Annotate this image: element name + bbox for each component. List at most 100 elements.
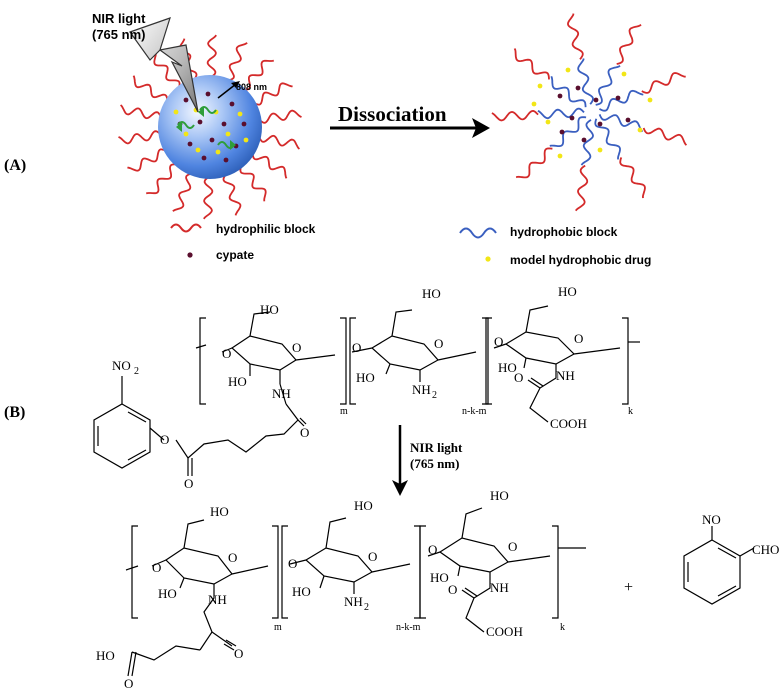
reaction-arrow-label-line2: (765 nm)	[410, 456, 459, 471]
cypate-dot	[597, 121, 603, 127]
drug-dot	[173, 109, 179, 115]
bottom-ring1-nh: NH	[208, 592, 227, 607]
drug-dot	[225, 131, 231, 137]
cypate-dot	[569, 115, 575, 121]
reaction-arrow-label-line1: NIR light	[410, 440, 463, 455]
bottom-ring1-bottom-ho: HO	[158, 586, 177, 601]
bottom-subscript-k: k	[560, 622, 565, 633]
bottom-ring3-bottom-ho: HO	[430, 570, 449, 585]
hydrophilic-chain	[206, 34, 217, 78]
drug-dot	[531, 101, 537, 107]
hydrophilic-chain	[258, 134, 300, 150]
drug-legend-label: model hydrophobic drug	[510, 253, 651, 267]
bottom-ring2-o: O	[368, 549, 377, 564]
hydrophilic-chain	[132, 75, 169, 101]
top-ring2-ho: HO	[422, 286, 441, 301]
drug-dot	[243, 137, 249, 143]
drug-dot	[637, 127, 643, 133]
top-ring1-nh: NH	[272, 386, 291, 401]
cypate-dot	[187, 141, 193, 147]
hydrophilic-legend-icon	[170, 223, 202, 233]
hydrophilic-chain	[239, 165, 267, 202]
panel-a-label: (A)	[4, 157, 26, 174]
top-subscript-k: k	[628, 406, 633, 417]
bottom-ring1-o: O	[228, 550, 237, 565]
hydrophilic-chain	[258, 109, 302, 124]
hydrophilic-chain	[127, 148, 167, 172]
hydrophilic-chain	[567, 13, 584, 60]
top-polymer: NO 2 O O O HO O O HO NH HO O O HO NH 2 H…	[93, 284, 640, 491]
drug-dot	[597, 147, 603, 153]
bottom-ring3-link-o: O	[428, 542, 437, 557]
hydrophobic-chain	[595, 64, 621, 106]
drug-dot	[545, 119, 551, 125]
top-ring2-bottom-ho: HO	[356, 370, 375, 385]
cypate-dot	[625, 117, 631, 123]
released-payload	[531, 67, 653, 159]
hydrophilic-chain	[616, 24, 642, 65]
top-ring3-o: O	[574, 331, 583, 346]
drug-dot	[647, 97, 653, 103]
cypate-dot	[557, 93, 563, 99]
hydrophobic-chain	[537, 107, 585, 120]
cypate-dot	[223, 157, 229, 163]
cypate-dot	[201, 155, 207, 161]
hydrophobic-chain	[577, 58, 594, 105]
top-ester-o: O	[160, 432, 169, 447]
hydrophilic-chain	[203, 176, 214, 220]
hydrophobic-legend-label: hydrophobic block	[510, 225, 618, 239]
bottom-ring2-ho: HO	[354, 498, 373, 513]
bottom-cooh: COOH	[486, 624, 523, 639]
top-ring1-ho: HO	[260, 302, 279, 317]
hydrophilic-chain	[642, 127, 688, 146]
hydrophobic-chain	[550, 75, 587, 108]
hydrophobic-chain	[598, 114, 644, 133]
drug-dot	[621, 71, 627, 77]
nir-label-line2: (765 nm)	[92, 27, 145, 42]
hydrophilic-chain	[515, 147, 553, 179]
bottom-polymer: HO O O HO NH O HO O HO O O HO NH 2 HO O …	[96, 488, 586, 691]
top-subscript-m: m	[340, 406, 348, 417]
cypate-dot	[229, 101, 235, 107]
cypate-legend-label: cypate	[216, 248, 254, 262]
top-ring3-ho: HO	[558, 284, 577, 299]
emission-label: 808 nm	[236, 82, 267, 92]
cypate-dot	[593, 97, 599, 103]
bottom-subscript-nkm: n-k-m	[396, 622, 421, 633]
bottom-ring2-link-o: O	[288, 556, 297, 571]
hydrophilic-chain	[120, 104, 162, 120]
hydrophilic-chain	[641, 72, 686, 94]
hydrophilic-chain	[222, 173, 242, 216]
top-ester-carbonyl-o: O	[184, 476, 193, 491]
hydrophilic-legend-label: hydrophilic block	[216, 222, 316, 236]
cypate-dot	[241, 121, 247, 127]
hydrophobic-chain	[549, 116, 587, 147]
hydrophobic-legend-icon	[459, 227, 497, 239]
top-no2-sub: 2	[134, 366, 139, 377]
cypate-dot	[221, 121, 227, 127]
cypate-dot	[197, 119, 203, 125]
nitroso-label: NO	[702, 512, 721, 527]
bottom-ring3-o: O	[508, 539, 517, 554]
drug-dot	[215, 149, 221, 155]
top-ring2-nh2-sub: 2	[432, 390, 437, 401]
hydrophilic-chain	[251, 153, 288, 179]
bottom-acid-o: O	[124, 676, 133, 691]
drug-dot	[237, 111, 243, 117]
plus-sign: +	[624, 579, 633, 596]
bottom-ring3-ho: HO	[490, 488, 509, 503]
drug-dot	[565, 67, 571, 73]
hydrophilic-chain	[118, 130, 162, 145]
hydrophilic-chain	[619, 157, 646, 199]
hydrophobic-chain	[598, 89, 644, 112]
lightning-bolt-icon	[129, 17, 199, 113]
dissociation-label: Dissociation	[338, 102, 447, 126]
top-amide-o: O	[300, 425, 309, 440]
top-ring2-nh2: NH	[412, 382, 431, 397]
cypate-dot	[209, 137, 215, 143]
hydrophilic-chain	[491, 109, 539, 122]
cypate-dot	[183, 97, 189, 103]
top-no2-label: NO	[112, 358, 131, 373]
